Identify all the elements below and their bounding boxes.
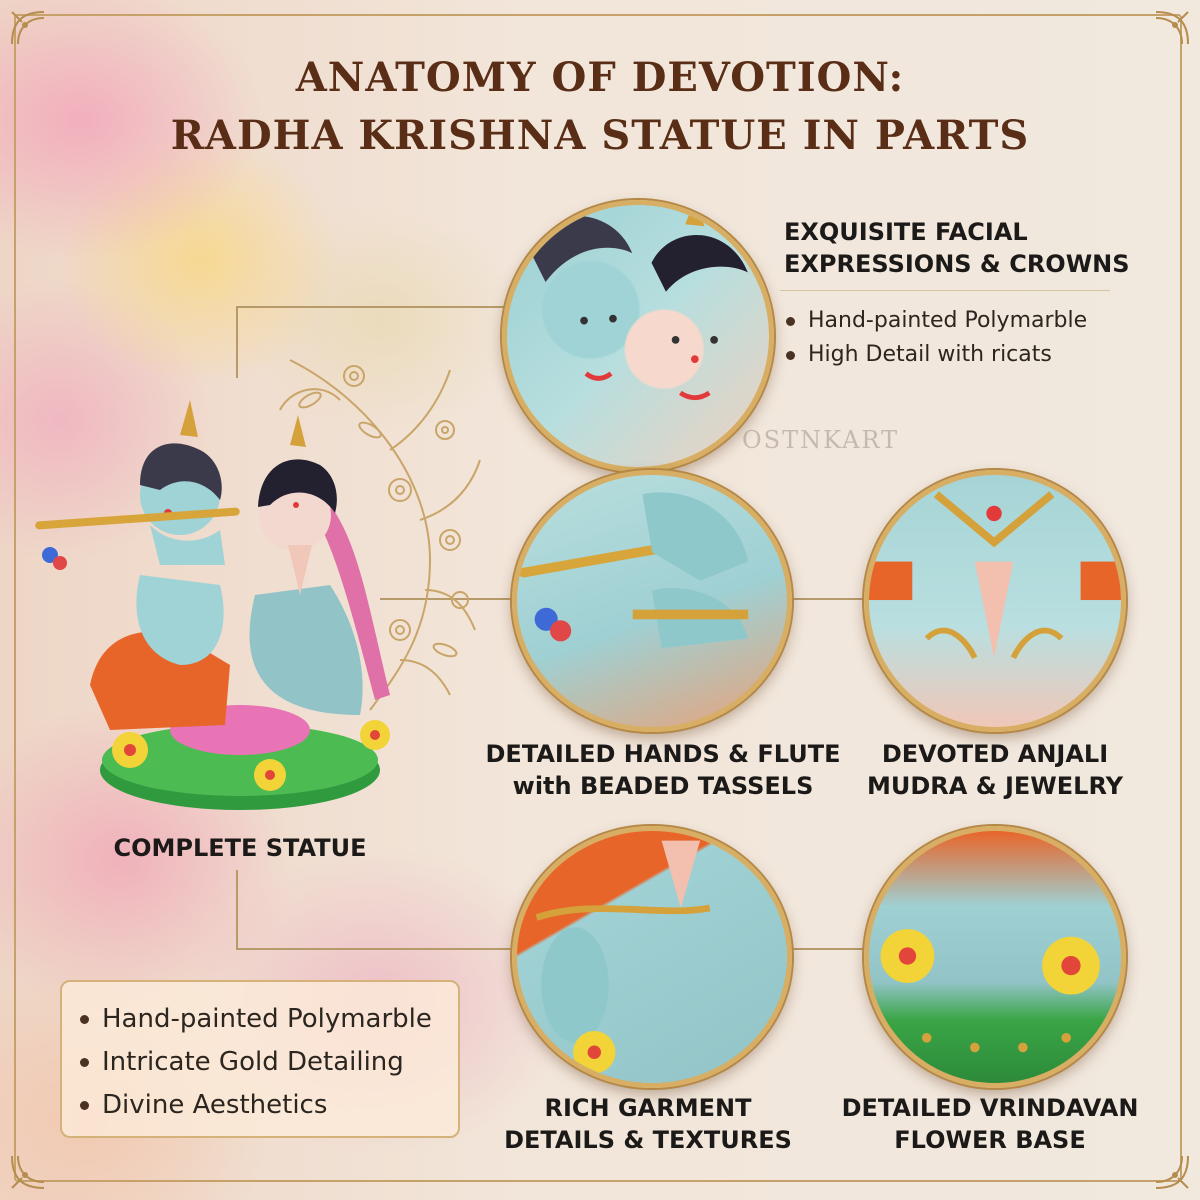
- base-label-line2: FLOWER BASE: [894, 1126, 1086, 1154]
- floral-vine-icon: [279, 359, 481, 711]
- connector-line: [380, 598, 514, 600]
- mudra-label-line2: MUDRA & JEWELRY: [866, 772, 1124, 800]
- facial-bullet: High Detail with ricats: [784, 338, 1087, 372]
- hands-flute-closeup-image: [512, 470, 792, 732]
- facial-heading-line2: EXPRESSIONS & CROWNS: [784, 250, 1130, 278]
- connector-line: [236, 306, 238, 378]
- facial-bullet-list: Hand-painted Polymarble High Detail with…: [784, 304, 1087, 372]
- base-label: DETAILED VRINDAVAN FLOWER BASE: [830, 1092, 1150, 1156]
- feature-item: Hand-painted Polymarble: [78, 998, 432, 1041]
- ornate-corner-icon: [1155, 11, 1189, 45]
- feature-box: [60, 980, 460, 1138]
- feature-list: Hand-painted Polymarble Intricate Gold D…: [78, 998, 432, 1127]
- watermark: OSTNKART: [742, 426, 900, 454]
- hands-label: DETAILED HANDS & FLUTE with BEADED TASSE…: [478, 738, 848, 802]
- hands-label-line1: DETAILED HANDS & FLUTE: [485, 740, 841, 768]
- garment-label: RICH GARMENT DETAILS & TEXTURES: [478, 1092, 818, 1156]
- ornate-corner-icon: [1155, 1155, 1189, 1189]
- garment-closeup-image: [512, 826, 792, 1088]
- feature-item: Divine Aesthetics: [78, 1084, 432, 1127]
- connector-line: [236, 870, 238, 950]
- facial-bullet: Hand-painted Polymarble: [784, 304, 1087, 338]
- hands-label-line2: with BEADED TASSELS: [512, 772, 814, 800]
- ornate-corner-icon: [11, 11, 45, 45]
- mudra-label-line1: DEVOTED ANJALI: [881, 740, 1109, 768]
- complete-statue-label: COMPLETE STATUE: [113, 834, 367, 862]
- garment-label-line1: RICH GARMENT: [544, 1094, 752, 1122]
- facial-heading-line1: EXQUISITE FACIAL: [784, 218, 1028, 246]
- base-label-line1: DETAILED VRINDAVAN: [841, 1094, 1139, 1122]
- heading-divider: [780, 290, 1110, 291]
- ornate-corner-icon: [11, 1155, 45, 1189]
- feature-item: Intricate Gold Detailing: [78, 1041, 432, 1084]
- page-title-line2: RADHA KRISHNA STATUE IN PARTS: [170, 112, 1030, 159]
- flower-base-closeup-image: [864, 826, 1126, 1088]
- connector-line: [790, 948, 864, 950]
- page-title-line1: ANATOMY OF DEVOTION:: [295, 54, 905, 101]
- facial-closeup-image: [502, 200, 774, 472]
- mudra-label: DEVOTED ANJALI MUDRA & JEWELRY: [840, 738, 1150, 802]
- connector-line: [236, 948, 512, 950]
- mudra-closeup-image: [864, 470, 1126, 732]
- complete-statue-image: [35, 400, 390, 810]
- connector-line: [236, 306, 504, 308]
- garment-label-line2: DETAILS & TEXTURES: [504, 1126, 792, 1154]
- facial-heading: EXQUISITE FACIAL EXPRESSIONS & CROWNS: [784, 216, 1130, 280]
- ornate-frame: [14, 14, 1182, 1182]
- connector-line: [790, 598, 864, 600]
